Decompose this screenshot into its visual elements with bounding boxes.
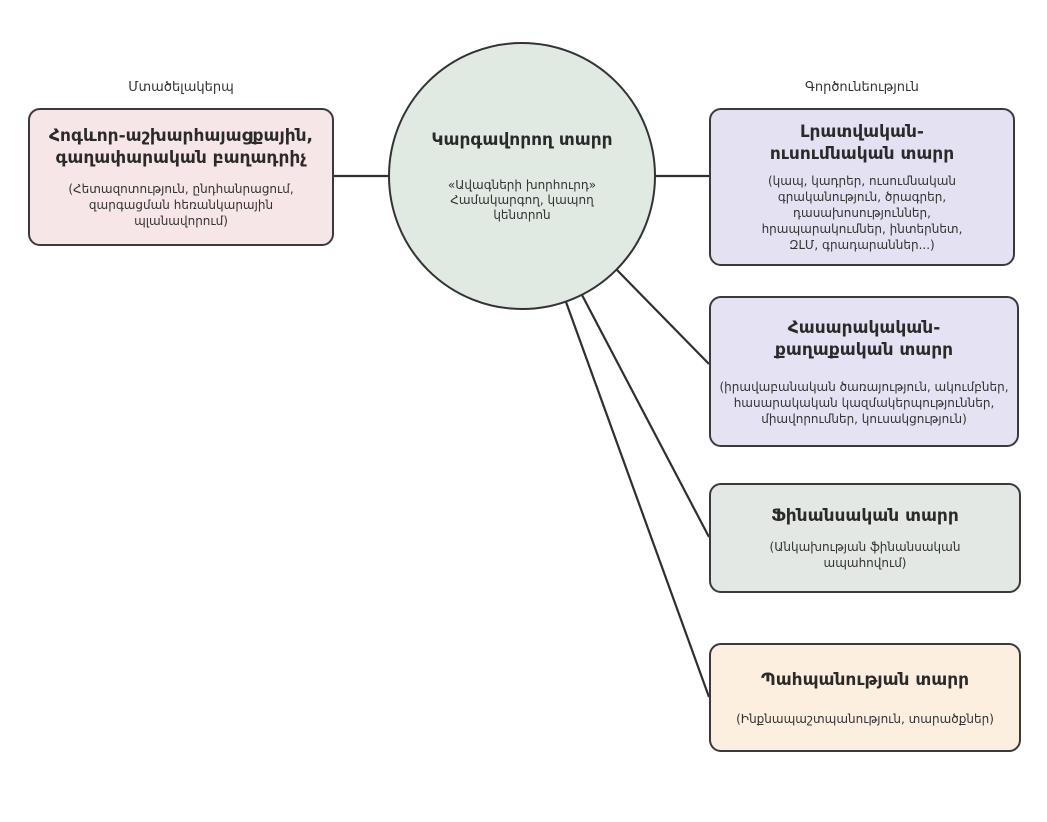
node-description: (իրավաբանական ծառայություն, ակումբներ, հ… bbox=[719, 379, 1009, 426]
node-title: Հասարակական-քաղաքական տարր bbox=[774, 317, 954, 360]
node-title: Ֆինանսական տարր bbox=[771, 506, 959, 526]
node-financial[interactable]: Ֆինանսական տարր (Անկախության ֆինանսական … bbox=[709, 483, 1021, 593]
node-protection[interactable]: Պահպանության տարր (Ինքնապաշտպանություն, … bbox=[709, 643, 1021, 752]
node-description: (Ինքնապաշտպանություն, տարածքներ) bbox=[736, 711, 994, 726]
center-node-description: «Ավագների խորհուրդ» Համակարգող, կապող կե… bbox=[447, 177, 597, 222]
left-group-label: Մտածելակերպ bbox=[128, 80, 234, 95]
node-title: Լրատվական-ուսումնական տարր bbox=[769, 122, 955, 164]
center-node-title: Կարգավորող տարր bbox=[431, 129, 613, 150]
edge-center-to-social-political bbox=[616, 269, 710, 365]
right-group-label: Գործունեություն bbox=[805, 80, 919, 95]
node-description: (Հետազոտություն, ընդհանրացում, զարգացման… bbox=[68, 182, 294, 228]
node-title: Հոգևոր-աշխարհայացքային, գաղափարական բաղա… bbox=[48, 126, 314, 168]
node-social-political[interactable]: Հասարակական-քաղաքական տարր (իրավաբանական… bbox=[709, 296, 1019, 447]
edge-center-to-financial bbox=[581, 294, 710, 538]
center-node-regulatory-element[interactable]: Կարգավորող տարր «Ավագների խորհուրդ» Համա… bbox=[388, 42, 656, 310]
node-description: (կապ, կադրեր, ուսումնական գրականություն,… bbox=[761, 174, 963, 252]
node-title: Պահպանության տարր bbox=[760, 669, 970, 690]
node-spiritual-ideological[interactable]: Հոգևոր-աշխարհայացքային, գաղափարական բաղա… bbox=[28, 108, 334, 246]
node-info-education[interactable]: Լրատվական-ուսումնական տարր (կապ, կադրեր,… bbox=[709, 108, 1015, 266]
node-description: (Անկախության ֆինանսական ապահովում) bbox=[769, 540, 961, 570]
edge-center-to-protection bbox=[564, 301, 711, 698]
